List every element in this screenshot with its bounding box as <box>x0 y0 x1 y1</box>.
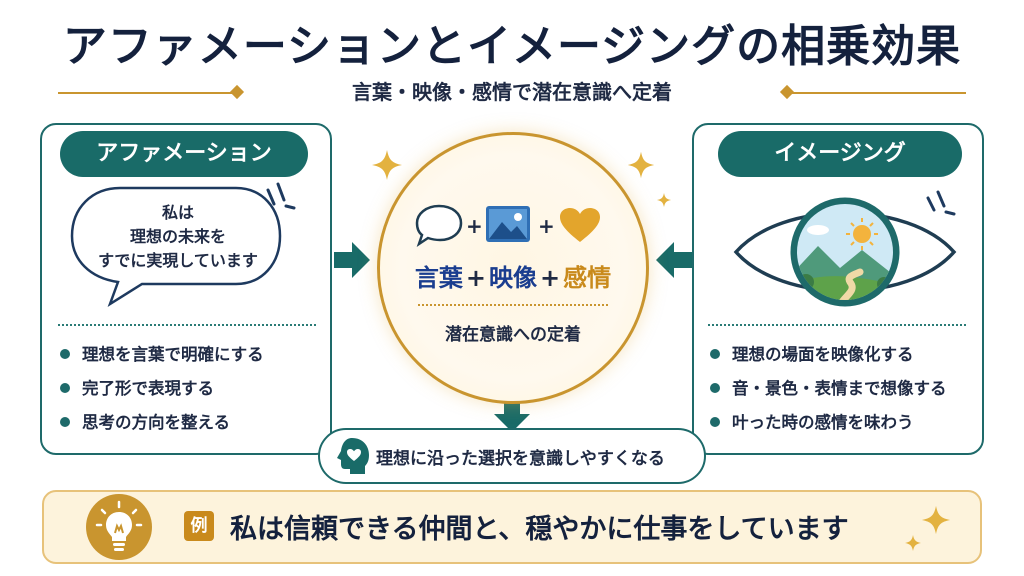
page-title: アファメーションとイメージングの相乗効果 <box>62 21 962 72</box>
bullet-dot-icon <box>60 348 70 359</box>
synergy-circle <box>377 132 649 404</box>
head-heart-icon <box>337 438 369 474</box>
speech-line: 私は <box>161 203 194 222</box>
speech-line: すでに実現しています <box>98 251 258 270</box>
speech-bubble-icon <box>415 204 463 248</box>
example-text: 私は信頼できる仲間と、穏やかに仕事をしています <box>230 514 849 545</box>
affirmation-divider <box>58 324 316 326</box>
subtitle-rule-right <box>788 92 966 94</box>
speech-line: 理想の未来を <box>129 227 226 246</box>
affirmation-panel <box>40 123 332 455</box>
subtitle-rule-left <box>58 92 236 94</box>
heart-icon <box>560 208 600 242</box>
result-text: 理想に沿った選択を意識しやすくなる <box>376 449 665 469</box>
affirmation-bullet: 理想を言葉で明確にする <box>60 342 264 368</box>
affirmation-bullet: 思考の方向を整える <box>60 410 230 436</box>
page-subtitle: 言葉・映像・感情で潜在意識へ定着 <box>352 80 672 104</box>
word-emotion: 感情 <box>563 264 612 292</box>
eye-landscape-icon <box>733 197 957 307</box>
bullet-dot-icon <box>710 382 720 393</box>
bullet-dot-icon <box>60 416 70 427</box>
emphasis-marks-icon <box>926 190 956 216</box>
imaging-divider <box>708 324 966 326</box>
bullet-dot-icon <box>710 348 720 359</box>
imaging-bullet: 叶った時の感情を味わう <box>710 410 914 436</box>
arrow-right-icon <box>334 242 370 278</box>
arrow-down-icon <box>494 400 530 432</box>
bullet-dot-icon <box>60 382 70 393</box>
lightbulb-icon <box>95 500 143 551</box>
imaging-heading: イメージング <box>718 131 962 177</box>
imaging-bullet: 音・景色・表情まで想像する <box>710 376 947 402</box>
example-tag: 例 <box>184 511 214 541</box>
speech-bubble-icon <box>70 186 282 307</box>
example-band <box>42 490 982 564</box>
sparkle-icon <box>627 151 655 179</box>
sparkle-icon <box>656 192 672 208</box>
arrow-left-icon <box>656 242 692 278</box>
bullet-dot-icon <box>710 416 720 427</box>
imaging-bullet: 理想の場面を映像化する <box>710 342 914 368</box>
plus-sign: + <box>465 264 486 292</box>
synergy-subtitle: 潜在意識への定着 <box>445 325 581 345</box>
word-image: 映像 <box>489 264 537 292</box>
sparkle-icon <box>905 535 921 551</box>
sparkle-icon <box>372 150 402 180</box>
affirmation-heading: アファメーション <box>60 131 308 177</box>
plus-sign: + <box>538 214 555 238</box>
emphasis-marks-icon <box>266 182 296 210</box>
synergy-divider <box>418 304 608 306</box>
plus-sign: + <box>466 214 483 238</box>
image-icon <box>486 206 530 242</box>
synergy-formula: 言葉+映像+感情 <box>377 258 649 293</box>
plus-sign: + <box>540 264 561 292</box>
word-language: 言葉 <box>414 264 463 292</box>
affirmation-speech-text: 私は 理想の未来を すでに実現しています <box>88 201 268 273</box>
sparkle-icon <box>921 505 951 535</box>
affirmation-bullet: 完了形で表現する <box>60 376 214 402</box>
result-box <box>318 428 706 484</box>
